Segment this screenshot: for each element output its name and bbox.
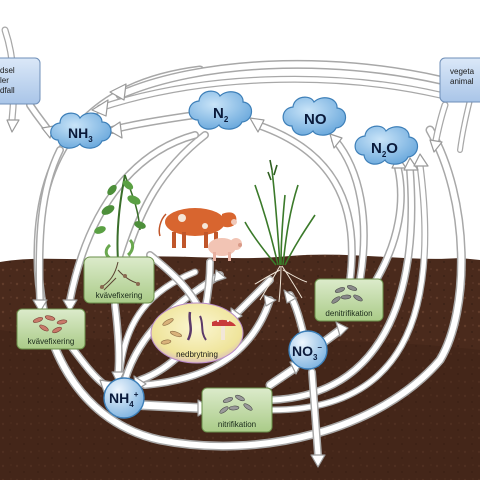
grass-illustration [244, 159, 316, 266]
soil-fixation-label: kvävefixering [28, 337, 75, 346]
nitrification-label: nitrifikation [218, 420, 256, 429]
top-left-label-line1: dsel [0, 66, 15, 75]
no3-sub: 3 [313, 353, 318, 362]
svg-text:N2O: N2O [371, 140, 398, 159]
cloud-n2o: N2O [354, 125, 419, 165]
n2o-main: N [371, 140, 382, 157]
svg-text:NH4+: NH4+ [109, 390, 139, 409]
root-fixation-box: kvävefixering [83, 256, 155, 304]
top-left-label-box: dsel ler dfall [0, 57, 41, 105]
nitrification-box: nitrifikation [201, 387, 273, 433]
svg-text:NH3: NH3 [68, 125, 93, 144]
no3-main: NO [292, 343, 313, 359]
top-left-label-line2: ler [0, 76, 9, 85]
nh4-sub: 4 [129, 400, 134, 409]
cloud-n2: N2 [188, 90, 253, 130]
top-right-label-line1: vegeta [450, 67, 475, 76]
soil-fixation-box: kvävefixering [16, 308, 86, 350]
decomposition-area: nedbrytning [150, 302, 244, 364]
n2o-sub: 2 [382, 150, 387, 159]
nh3-sub: 3 [88, 135, 93, 144]
denitrification-box: denitrifikation [314, 278, 384, 322]
denitrification-label: denitrifikation [325, 309, 372, 318]
grass-roots [254, 265, 308, 303]
decomposition-label: nedbrytning [176, 350, 218, 359]
cow-illustration [158, 208, 237, 248]
nh4-sup: + [134, 390, 139, 399]
svg-text:NO3–: NO3– [292, 343, 322, 362]
pig-illustration [208, 238, 242, 261]
ion-nh4: NH4+ [103, 377, 145, 419]
root-fixation-label: kvävefixering [96, 291, 143, 300]
legume-plant-illustration [94, 174, 146, 261]
n2-main: N [213, 105, 224, 122]
top-right-label-line2: animal [450, 77, 474, 86]
svg-text:N2: N2 [213, 105, 229, 124]
no3-sup: – [317, 343, 322, 352]
cloud-nh3: NH3 [50, 112, 112, 149]
nh4-main: NH [109, 390, 129, 406]
nh3-main: NH [68, 125, 88, 141]
n2o-tail: O [386, 140, 398, 157]
n2-sub: 2 [224, 115, 229, 124]
top-left-label-line3: dfall [0, 86, 15, 95]
ion-no3: NO3– [288, 330, 328, 370]
cloud-no: NO [282, 96, 347, 136]
top-right-label-box: vegeta animal [439, 57, 480, 103]
no-label: NO [304, 111, 327, 128]
